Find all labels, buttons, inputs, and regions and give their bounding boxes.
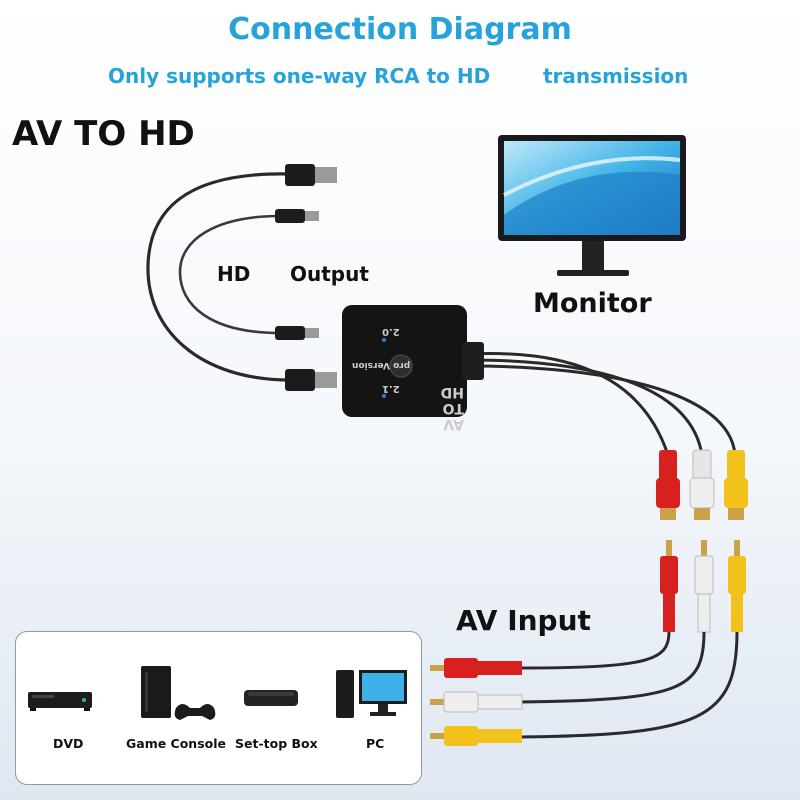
- device-label-pc: PC: [366, 736, 385, 751]
- monitor-icon: [498, 135, 686, 276]
- diagram-subtitle-end: transmission: [543, 64, 689, 88]
- rca-male-white: [694, 540, 714, 633]
- rca-horizontal-yellow: [430, 726, 522, 746]
- av-input-label: AV Input: [456, 604, 591, 637]
- converter-mode-b: 2.1: [382, 383, 400, 394]
- converter-face-text: AV TO HD: [440, 384, 464, 432]
- device-label-game-console: Game Console: [126, 736, 226, 751]
- pc-icon: [336, 670, 407, 718]
- hd-label: HD: [217, 262, 251, 286]
- source-devices-panel: DVD Game Console Set-top Box PC: [15, 631, 422, 785]
- rca-female-yellow: [724, 450, 748, 520]
- hdmi-plug-top: [285, 164, 337, 186]
- rca-male-yellow: [728, 540, 746, 632]
- device-icons: [28, 666, 407, 720]
- converter-box: [342, 305, 484, 417]
- rca-horizontal-white: [430, 691, 523, 713]
- converter-mode-a: 2.0: [382, 326, 400, 337]
- output-label: Output: [290, 262, 369, 286]
- usb-plug-top: [275, 209, 319, 223]
- usb-plug-bottom: [275, 326, 319, 340]
- rca-male-red: [660, 540, 678, 632]
- usb-cable: [178, 214, 281, 335]
- hdmi-cable: [146, 172, 291, 382]
- monitor-label: Monitor: [533, 288, 652, 319]
- converter-switch-text: pro Version: [352, 360, 411, 370]
- product-label: AV TO HD: [12, 114, 195, 154]
- device-label-dvd: DVD: [53, 736, 84, 751]
- diagram-subtitle: Only supports one-way RCA to HD: [108, 64, 491, 88]
- dvd-player-icon: [28, 692, 92, 711]
- hdmi-plug-bottom: [285, 369, 337, 391]
- rca-horizontal-red: [430, 658, 522, 678]
- rca-female-white: [689, 449, 715, 520]
- game-console-icon: [141, 666, 216, 720]
- set-top-box-icon: [244, 690, 298, 706]
- rca-female-red: [656, 450, 680, 520]
- device-label-set-top-box: Set-top Box: [235, 736, 318, 751]
- diagram-title: Connection Diagram: [228, 12, 572, 47]
